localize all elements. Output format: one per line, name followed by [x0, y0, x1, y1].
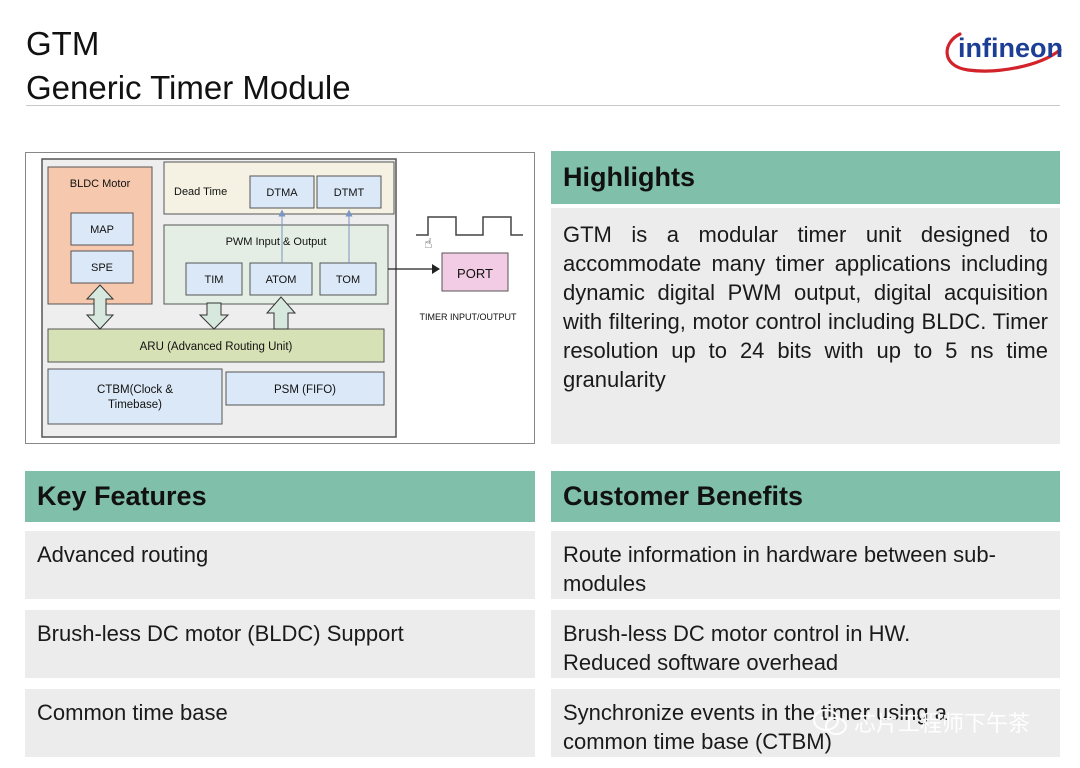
timer-io-label: TIMER INPUT/OUTPUT: [420, 312, 517, 322]
key-features-title: Key Features: [37, 481, 207, 511]
benefit-bldc-line2: Reduced software overhead: [563, 650, 839, 675]
dtma-block: [249, 175, 315, 209]
highlights-header: Highlights: [551, 151, 1060, 204]
map-label: MAP: [90, 224, 114, 236]
diagram-canvas: BLDC Motor MAP SPE Dead Time DTMA DTMT P…: [41, 158, 523, 438]
benefit-routing-line1: Route information in hardware between su…: [563, 542, 996, 567]
tom-label: TOM: [336, 274, 360, 286]
title-line-generic-timer-module: Generic Timer Module: [26, 69, 351, 106]
port-arrowhead: [432, 264, 440, 274]
aru-label: ARU (Advanced Routing Unit): [140, 341, 293, 353]
infineon-logo: infineon: [938, 22, 1068, 82]
benefit-sync-line2: common time base (CTBM): [563, 729, 832, 754]
port-label: PORT: [457, 266, 493, 281]
ctbm-label-line2: Timebase): [108, 399, 162, 411]
customer-benefits-title: Customer Benefits: [563, 481, 804, 511]
key-feature-advanced-routing: Advanced routing: [37, 542, 209, 567]
wechat-watermark: 芯片工程师下午茶: [812, 705, 1062, 739]
benefit-row: Brush-less DC motor control in HW. Reduc…: [551, 610, 1060, 678]
benefit-routing-line2: modules: [563, 571, 647, 596]
atom-block: [249, 262, 313, 296]
highlights-body: GTM is a modular timer unit designed to …: [551, 208, 1060, 444]
dtmt-block: [316, 175, 382, 209]
key-feature-row: Brush-less DC motor (BLDC) Support: [25, 610, 535, 678]
hand-cursor-icon: ☝: [424, 235, 433, 251]
port-block: [441, 252, 509, 292]
tim-to-aru-arrow: [198, 302, 230, 330]
spe-label: SPE: [91, 262, 113, 274]
customer-benefits-header: Customer Benefits: [551, 471, 1060, 522]
ctbm-label-line1: CTBM(Clock &: [97, 384, 173, 396]
atom-label: ATOM: [266, 274, 297, 286]
pwm-waveform: [416, 216, 523, 236]
dtma-label: DTMA: [266, 187, 298, 199]
wechat-icon: [813, 709, 847, 735]
key-feature-common-time-base: Common time base: [37, 700, 228, 725]
tom-block: [319, 262, 377, 296]
benefit-row: Route information in hardware between su…: [551, 531, 1060, 599]
title-divider: [26, 105, 1060, 106]
infineon-logo-icon: infineon: [945, 32, 1063, 73]
page-title: GTM Generic Timer Module: [26, 22, 351, 110]
benefit-row: Synchronize events in the timer using a …: [551, 689, 1060, 757]
pwm-io-label: PWM Input & Output: [226, 236, 327, 248]
psm-label: PSM (FIFO): [274, 384, 336, 396]
gtm-block-diagram: BLDC Motor MAP SPE Dead Time DTMA DTMT P…: [25, 152, 535, 444]
dtmt-label: DTMT: [334, 187, 365, 199]
benefit-sync-line1: Synchronize events in the timer using a: [563, 700, 947, 725]
benefit-bldc-line1: Brush-less DC motor control in HW.: [563, 621, 911, 646]
ctbm-block: [47, 368, 223, 425]
highlights-text: GTM is a modular timer unit designed to …: [563, 222, 1048, 392]
watermark-text: 芯片工程师下午茶: [854, 711, 1031, 736]
title-line-gtm: GTM: [26, 25, 100, 62]
key-feature-row: Common time base: [25, 689, 535, 757]
key-feature-bldc-support: Brush-less DC motor (BLDC) Support: [37, 621, 404, 646]
key-feature-row: Advanced routing: [25, 531, 535, 599]
logo-swoosh: [945, 32, 1062, 73]
map-block: [70, 212, 134, 246]
tim-label: TIM: [205, 274, 224, 286]
bldc-aru-double-arrow: [85, 284, 115, 330]
psm-block: [225, 371, 385, 406]
aru-to-atom-arrow: [265, 296, 297, 330]
key-features-header: Key Features: [25, 471, 535, 522]
spe-block: [70, 250, 134, 284]
highlights-title: Highlights: [563, 162, 695, 192]
logo-text: infineon: [958, 33, 1063, 63]
aru-block: [47, 328, 385, 363]
tim-block: [185, 262, 243, 296]
bldc-motor-label: BLDC Motor: [70, 178, 131, 190]
dead-time-label: Dead Time: [174, 186, 227, 198]
